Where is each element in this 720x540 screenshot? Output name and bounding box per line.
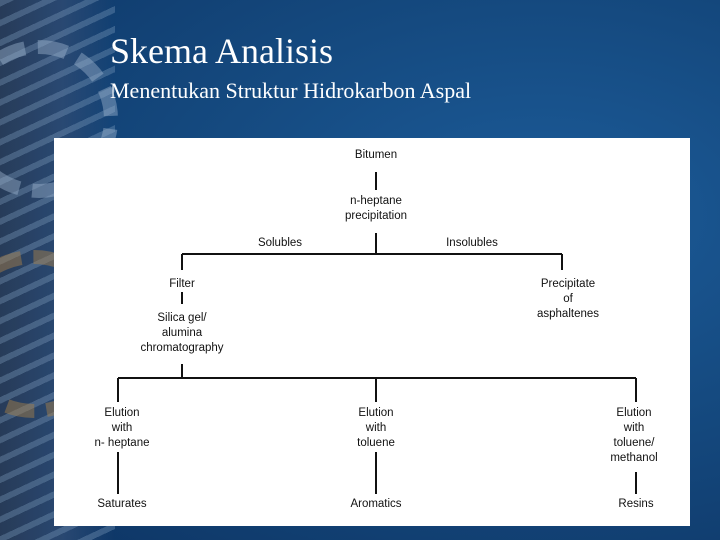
node-filter: Filter	[169, 278, 195, 290]
node-elution-toluene: Elution with toluene	[357, 407, 395, 449]
node-bitumen: Bitumen	[354, 149, 398, 161]
flowchart-connectors	[117, 172, 637, 494]
node-insolubles: Insolubles	[446, 237, 498, 249]
node-elution-heptane: Elution with n- heptane	[94, 407, 150, 449]
slide-title: Skema Analisis	[110, 31, 333, 71]
node-solubles: Solubles	[257, 237, 303, 249]
node-resins: Resins	[618, 498, 654, 510]
node-nheptane-precipitation: n-heptane precipitation	[344, 195, 408, 222]
node-saturates: Saturates	[97, 498, 147, 510]
slide-subtitle: Menentukan Struktur Hidrokarbon Aspal	[110, 78, 472, 103]
node-precipitate-asphaltenes: Precipitate of asphaltenes	[536, 278, 600, 320]
node-silica-chromatography: Silica gel/ alumina chromatography	[140, 312, 224, 354]
node-aromatics: Aromatics	[350, 498, 402, 510]
node-elution-toluene-methanol: Elution with toluene/ methanol	[610, 407, 658, 464]
flowchart-panel: Bitumen n-heptane precipitation Solubles…	[54, 138, 690, 526]
